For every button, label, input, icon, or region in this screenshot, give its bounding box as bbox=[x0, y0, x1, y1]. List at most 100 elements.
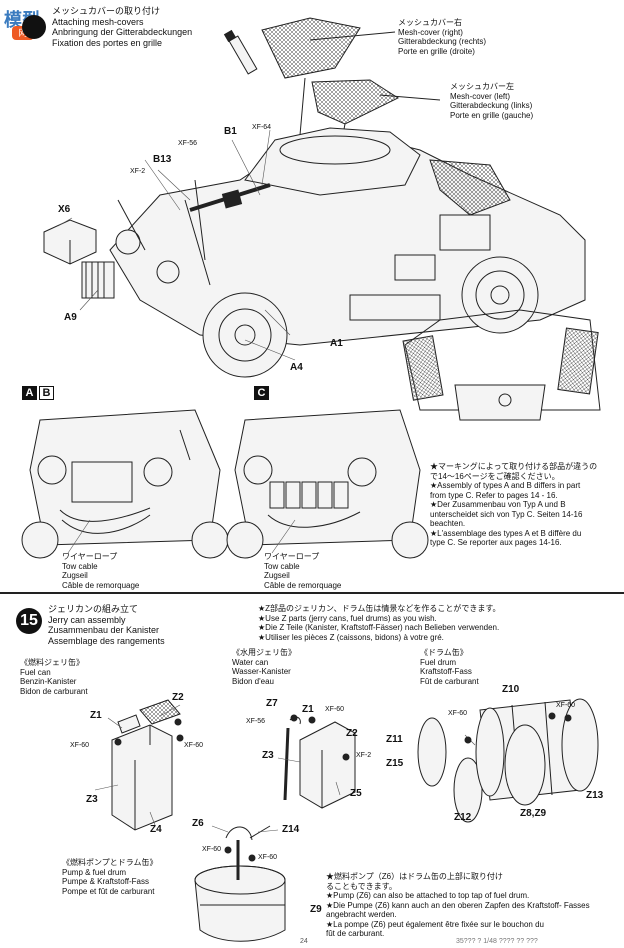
title-en: Attaching mesh-covers bbox=[52, 16, 144, 27]
s15-title-fr: Assemblage des rangements bbox=[48, 635, 165, 646]
part-label-xf60-c: XF-60 bbox=[325, 706, 345, 713]
fuel-drum-de: Kraftstoff-Fass bbox=[420, 667, 472, 676]
mesh-left-de: Gitterabdeckung (links) bbox=[450, 101, 533, 110]
note-line-1: ★マーキングによって取り付ける部品が違うの bbox=[430, 462, 598, 471]
type-badge-b: B bbox=[39, 386, 54, 400]
fuel-can-heading: 《燃料ジェリ缶》 Fuel can Benzin-Kanister Bidon … bbox=[20, 658, 88, 696]
pump-drum-drawing bbox=[194, 825, 286, 942]
part-label-z10: Z10 bbox=[502, 684, 520, 695]
pump-note-1: ★燃料ポンプ（Z6）はドラム缶の上部に取り付け bbox=[326, 872, 503, 881]
part-label-xf64: XF-64 bbox=[252, 124, 272, 131]
step15-note: ★Z部品のジェリカン、ドラム缶は情景などを作ることができます。 ★Use Z p… bbox=[258, 604, 501, 642]
mesh-left-en: Mesh-cover (left) bbox=[450, 91, 511, 101]
water-can-fr: Bidon d'eau bbox=[232, 676, 275, 686]
part-label-xf2: XF-2 bbox=[130, 168, 146, 175]
tow-c-en: Tow cable bbox=[264, 561, 300, 571]
mesh-right-en: Mesh-cover (right) bbox=[398, 27, 463, 37]
tow-ab-en: Tow cable bbox=[62, 561, 98, 571]
note-line-9: type C. Se reporter aux pages 14-16. bbox=[430, 538, 562, 547]
pump-note-4: ★Die Pumpe (Z6) kann auch an den oberen … bbox=[326, 900, 590, 910]
part-label-xf60-d: XF-60 bbox=[448, 710, 468, 717]
mesh-cover-left-label: メッシュカバー左 Mesh-cover (left) Gitterabdecku… bbox=[450, 82, 533, 120]
tow-c-ja: ワイヤーロープ bbox=[264, 552, 320, 561]
hatch-detail-drawing bbox=[402, 309, 601, 421]
note-line-6: unterscheidet sich von Typ C. Seiten 14-… bbox=[430, 509, 583, 519]
note-line-3: ★Assembly of types A and B differs in pa… bbox=[430, 481, 581, 490]
step15-number-badge: 15 bbox=[16, 608, 42, 634]
fuel-can-en: Fuel can bbox=[20, 667, 51, 677]
part-label-z6: Z6 bbox=[192, 818, 204, 829]
fuel-drum-en: Fuel drum bbox=[420, 657, 457, 667]
part-label-a1: A1 bbox=[330, 338, 343, 349]
part-label-z2-water: Z2 bbox=[346, 728, 358, 739]
s15-note-2: ★Use Z parts (jerry cans, fuel drums) as… bbox=[258, 613, 437, 623]
note-line-7: beachten. bbox=[430, 519, 466, 528]
part-label-z15: Z15 bbox=[386, 758, 404, 769]
fuel-can-drawing bbox=[94, 699, 184, 831]
fuel-can-ja: 《燃料ジェリ缶》 bbox=[20, 658, 84, 667]
pump-en: Pump & fuel drum bbox=[62, 867, 127, 877]
s15-title-ja: ジェリカンの組み立て bbox=[48, 604, 139, 614]
note-line-8: ★L'assemblage des types A et B diffère d… bbox=[430, 528, 582, 538]
front-view-ab-drawing bbox=[21, 409, 229, 559]
pump-ja: 《燃料ポンプとドラム缶》 bbox=[62, 858, 158, 867]
water-can-heading: 《水用ジェリ缶》 Water can Wasser-Kanister Bidon… bbox=[232, 648, 296, 686]
mesh-left-fr: Porte en grille (gauche) bbox=[450, 110, 534, 120]
part-label-z13: Z13 bbox=[586, 790, 604, 801]
part-label-xf60-e: XF-60 bbox=[556, 702, 576, 709]
footer-code: 35??? ? 1/48 ???? ?? ??? bbox=[456, 938, 538, 945]
type-note: ★マーキングによって取り付ける部品が違うの で14～16ページをご確認ください。… bbox=[430, 462, 597, 548]
mesh-right-ja: メッシュカバー右 bbox=[398, 18, 462, 27]
title-fr: Fixation des portes en grille bbox=[52, 37, 163, 48]
fuel-drum-ja: 《ドラム缶》 bbox=[420, 648, 468, 657]
water-can-ja: 《水用ジェリ缶》 bbox=[232, 648, 296, 657]
armoured-car-drawing bbox=[43, 127, 586, 378]
fuel-can-de: Benzin-Kanister bbox=[20, 677, 77, 686]
page-number: 24 bbox=[300, 938, 308, 945]
part-label-z4: Z4 bbox=[150, 824, 162, 835]
note-line-5: ★Der Zusammenbau von Typ A und B bbox=[430, 500, 566, 509]
part-label-xf60-g: XF-60 bbox=[258, 854, 278, 861]
fuel-drum-drawing bbox=[417, 698, 599, 823]
pump-note-7: fût de carburant. bbox=[326, 929, 385, 938]
pump-note-3: ★Pump (Z6) can also be attached to top t… bbox=[326, 891, 530, 900]
part-label-z7: Z7 bbox=[266, 698, 278, 709]
type-badge-c: C bbox=[254, 386, 269, 400]
part-label-xf56-s15: XF-56 bbox=[246, 718, 266, 725]
fuel-drum-fr: Fût de carburant bbox=[420, 676, 479, 686]
pump-note-6: ★La pompe (Z6) peut également être fixée… bbox=[326, 919, 544, 929]
part-label-xf60-a: XF-60 bbox=[70, 742, 90, 749]
part-label-z3: Z3 bbox=[86, 794, 98, 805]
tow-cable-c-label: ワイヤーロープ Tow cable Zugseil Câble de remor… bbox=[264, 552, 341, 590]
tow-ab-fr: Câble de remorquage bbox=[62, 580, 140, 590]
part-label-z1-water: Z1 bbox=[302, 704, 314, 715]
part-label-z14: Z14 bbox=[282, 824, 300, 835]
part-label-z5: Z5 bbox=[350, 788, 362, 799]
part-label-z3-water: Z3 bbox=[262, 750, 274, 761]
part-label-z12: Z12 bbox=[454, 812, 472, 823]
part-label-x6: X6 bbox=[58, 204, 71, 215]
part-label-z8-z9: Z8,Z9 bbox=[520, 808, 547, 819]
part-label-z9: Z9 bbox=[310, 904, 322, 915]
tow-cable-ab-label: ワイヤーロープ Tow cable Zugseil Câble de remor… bbox=[62, 552, 139, 590]
step15-title: ジェリカンの組み立て Jerry can assembly Zusammenba… bbox=[48, 604, 165, 646]
part-label-b13: B13 bbox=[153, 154, 172, 165]
s15-note-4: ★Utiliser les pièces Z (caissons, bidons… bbox=[258, 632, 444, 642]
pump-de: Pumpe & Kraftstoff-Fass bbox=[62, 877, 149, 886]
part-label-xf60-b: XF-60 bbox=[184, 742, 204, 749]
mesh-right-de: Gitterabdeckung (rechts) bbox=[398, 37, 487, 46]
type-badge-a: A bbox=[22, 386, 37, 400]
part-label-b1: B1 bbox=[224, 126, 237, 137]
part-label-xf60-f: XF-60 bbox=[202, 846, 222, 853]
part-label-a4: A4 bbox=[290, 362, 303, 373]
mesh-right-fr: Porte en grille (droite) bbox=[398, 46, 475, 56]
title-ja: メッシュカバーの取り付け bbox=[52, 6, 161, 16]
tow-c-de: Zugseil bbox=[264, 571, 290, 580]
title-de: Anbringung der Gitterabdeckungen bbox=[52, 27, 193, 37]
water-can-drawing bbox=[277, 714, 356, 809]
pump-note-5: angebracht werden. bbox=[326, 910, 397, 919]
pump-fr: Pompe et fût de carburant bbox=[62, 886, 155, 896]
mesh-left-ja: メッシュカバー左 bbox=[450, 82, 514, 91]
section-divider bbox=[0, 592, 624, 594]
